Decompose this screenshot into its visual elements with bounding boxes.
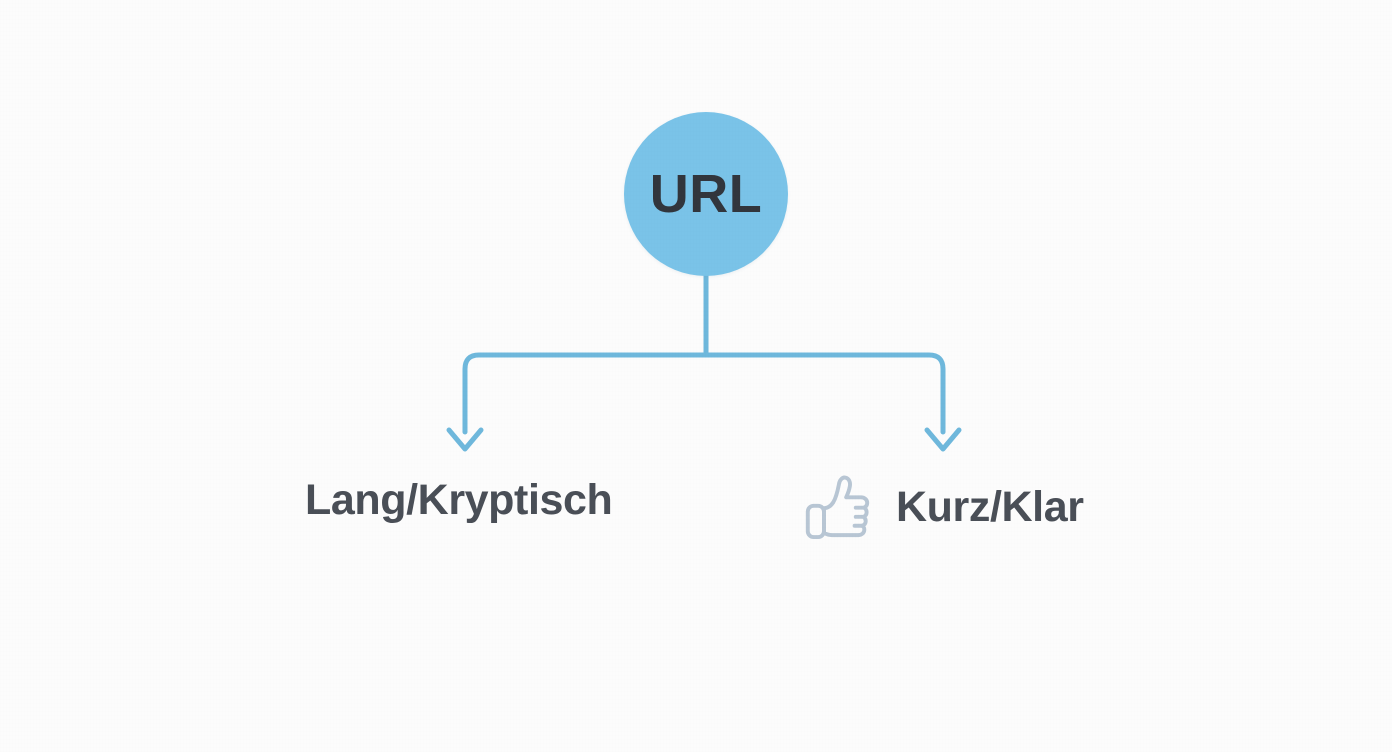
thumbs-up-icon [805, 475, 870, 540]
branch-left-text: Lang/Kryptisch [305, 476, 613, 524]
branch-label-lang-kryptisch[interactable]: Lang/Kryptisch [305, 476, 613, 524]
connector-branch-left [462, 352, 709, 435]
connector-branch-right [703, 352, 946, 435]
url-node-label: URL [649, 164, 763, 224]
arrowhead-left-icon [446, 427, 484, 452]
arrowhead-right-icon [924, 427, 962, 452]
url-node[interactable]: URL [624, 112, 788, 276]
branch-label-kurz-klar[interactable]: Kurz/Klar [802, 470, 1084, 544]
branch-right-text: Kurz/Klar [896, 482, 1084, 531]
